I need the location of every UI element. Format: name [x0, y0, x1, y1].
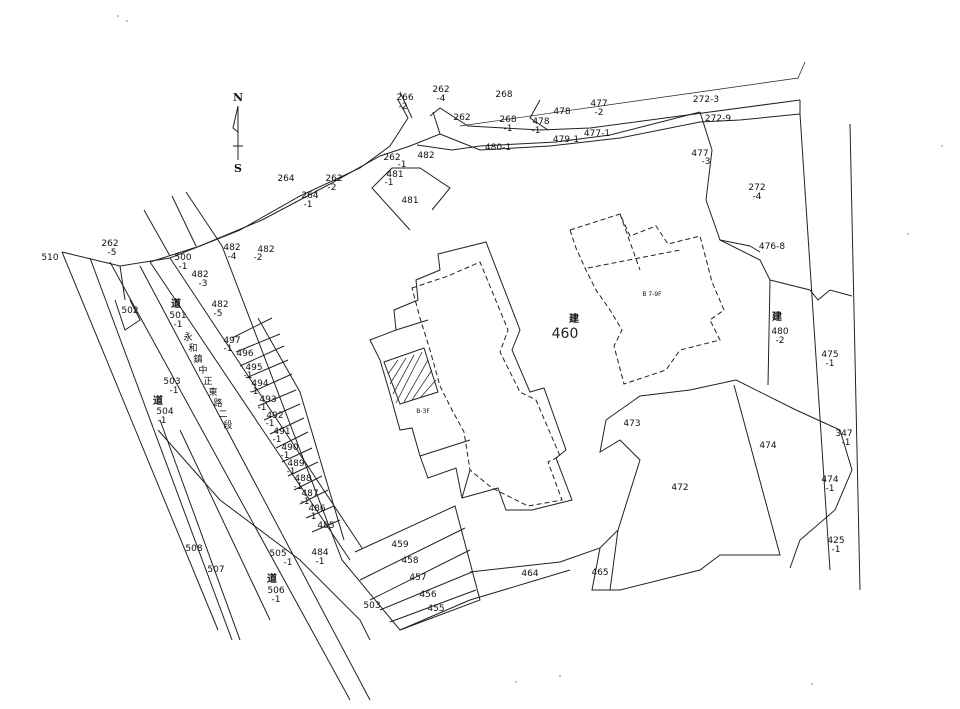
parcel-p-473: 473	[623, 419, 640, 429]
parcel-p-474-1: 474-1	[821, 475, 838, 494]
road-char-2: 道	[153, 394, 163, 407]
north-label: N	[233, 91, 243, 104]
parcel-p-459: 459	[391, 540, 408, 550]
parcel-p-475-1: 475-1	[821, 350, 838, 369]
parcel-p-272-4: 272-4	[748, 183, 765, 202]
building-char-center: 建	[568, 312, 580, 325]
parcel-p-478: 478	[553, 107, 570, 117]
building-char-east: 建	[771, 310, 783, 323]
parcel-p-477-2: 477-2	[590, 99, 607, 118]
road-char-1: 道	[171, 297, 181, 310]
parcel-p-500: 500-1	[174, 253, 191, 272]
parcel-p-455: 455	[427, 604, 444, 614]
parcel-p-496: 496	[236, 349, 253, 359]
road-name-char-6: 東	[208, 386, 217, 398]
parcel-p-478-1: 478-1	[532, 117, 550, 136]
road-char-3: 道	[267, 572, 277, 585]
parcel-p-488-1: 488-1	[294, 474, 312, 492]
building-a-outline	[369, 241, 573, 511]
building-b-mark: B 7-9F	[642, 291, 662, 298]
parcel-p-484-1: 484-1	[311, 548, 328, 567]
parcel-p-480-1: 480-1	[485, 143, 511, 153]
parcel-p-480-2: 480-2	[771, 327, 788, 346]
building-b-outline	[569, 213, 725, 385]
parcel-p-476-8: 476-8	[759, 242, 785, 252]
parcel-p-464: 464	[521, 569, 538, 579]
parcel-p-493-1: 493-1	[258, 395, 277, 413]
parcel-p-425-1: 425-1	[827, 536, 844, 555]
parcel-p-482-5: 482-5	[211, 300, 228, 319]
parcel-p-262-5: 262-5	[101, 239, 118, 258]
road-name-char-5: 正	[203, 377, 212, 387]
parcel-p-503: 503	[363, 601, 380, 611]
parcel-p-482-2: 482-2	[254, 245, 275, 263]
road-name-char-9: 段	[223, 419, 232, 431]
parcel-p-479-1: 479-1	[553, 135, 579, 145]
parcel-p-481: 481	[401, 196, 418, 206]
compass-rose: N S	[232, 91, 243, 175]
road-name-char-2: 和	[188, 343, 197, 354]
parcel-p-494-1: 494-1	[250, 379, 269, 397]
parcel-p-486-1: 486-1	[308, 504, 326, 522]
parcel-p-502: 502	[121, 306, 138, 316]
parcel-p-465: 465	[591, 568, 608, 578]
parcel-p-489-1: 489-1	[287, 459, 305, 477]
parcel-p-487-1: 487-1	[301, 489, 319, 507]
road-name-char-7: 路	[213, 397, 222, 409]
parcel-p-264: 264	[277, 174, 294, 184]
parcel-p-457: 457	[409, 573, 426, 583]
parcel-p-458: 458	[401, 556, 418, 566]
south-label: S	[234, 162, 242, 175]
parcel-p-262-2: 262-2	[325, 174, 342, 193]
parcel-p-272-3: 272-3	[693, 95, 719, 105]
parcel-p-272-9: 272-9	[705, 114, 731, 124]
parcel-p-268: 268	[495, 90, 512, 100]
hatched-area	[383, 347, 439, 405]
building-a-mark: B-3F	[416, 408, 430, 415]
parcel-p-477-3: 477-3	[691, 149, 710, 167]
boundary-lines	[61, 61, 861, 701]
parcel-p-262: 262	[453, 113, 470, 123]
parcel-p-510: 510	[41, 253, 58, 263]
parcel-p-497-1: 497-1	[223, 336, 240, 354]
parcel-labels: 510 262-5 264 264-1 262-2 266-2 262-4 26…	[41, 85, 852, 614]
parcel-p-262-4: 262-4	[432, 85, 449, 104]
parcel-p-501-1: 501-1	[169, 311, 186, 330]
parcel-p-347-1: 347-1	[835, 429, 852, 448]
road-name-char-1: 永	[183, 331, 192, 343]
parcel-p-504-1: 504-1	[156, 407, 173, 426]
parcel-p-490-1: 490-1	[281, 443, 299, 461]
parcel-p-505-1: 505-1	[269, 549, 292, 568]
parcel-p-266-2: 266-2	[396, 93, 413, 112]
parcel-p-492-1: 492-1	[266, 411, 284, 429]
parcel-p-481-1: 481-1	[385, 170, 404, 188]
parcel-p-503-1: 503-1	[163, 377, 180, 396]
road-name-char-3: 鎮	[193, 353, 202, 365]
parcel-p-482-3: 482-3	[191, 270, 208, 289]
parcel-p-482: 482	[417, 151, 434, 161]
parcel-p-491-1: 491-1	[273, 427, 291, 445]
parcel-p-472: 472	[671, 483, 688, 493]
parcel-p-508: 508	[185, 544, 202, 554]
road-name-char-4: 中	[198, 364, 207, 376]
main-parcel-number: 460	[552, 326, 579, 342]
parcel-p-482-4: 482-4	[223, 243, 240, 262]
road-name: 永 和 鎮 中 正 東 路 二 段	[183, 331, 232, 431]
parcel-p-485: 485	[317, 521, 334, 531]
parcel-p-262-1: 262-1	[383, 153, 406, 170]
parcel-p-474: 474	[759, 441, 776, 451]
compass-arrow-icon	[232, 105, 239, 133]
parcel-p-477-1: 477-1	[584, 129, 610, 139]
parcel-p-456: 456	[419, 590, 436, 600]
parcel-p-264-1: 264-1	[301, 191, 318, 210]
parcel-p-495-1: 495-1	[244, 363, 263, 381]
parcel-p-268-1: 268-1	[499, 115, 516, 134]
scan-noise	[117, 15, 943, 685]
road-name-char-8: 二	[218, 410, 227, 420]
parcel-p-506-1: 506-1	[267, 586, 284, 605]
parcel-p-507: 507	[207, 565, 224, 575]
